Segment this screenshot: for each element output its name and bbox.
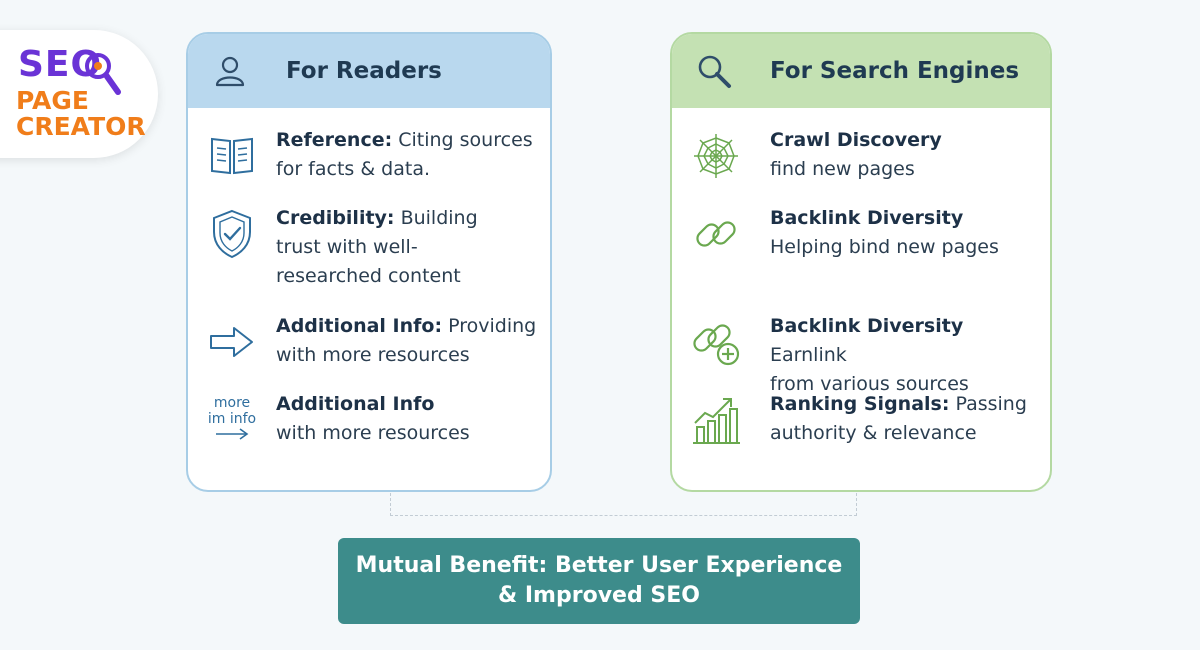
readers-card-header: For Readers <box>188 34 550 108</box>
list-item: Backlink Diversity Earnlink from various … <box>672 312 1050 395</box>
logo-magnifier-icon <box>85 53 121 95</box>
icon-caption: more <box>213 395 251 411</box>
list-item: Crawl Discovery find new pages <box>672 126 1050 206</box>
item-heading: Additional Info: <box>276 315 443 337</box>
chain-link-plus-icon <box>686 312 746 372</box>
item-text: Additional Info: Providing with more reso… <box>276 312 542 370</box>
item-text: Additional Info with more resources <box>276 390 542 448</box>
engines-card-header: For Search Engines <box>672 34 1050 108</box>
icon-caption: im info <box>207 411 257 427</box>
benefit-line1: Mutual Benefit: Better User Experience <box>355 553 843 578</box>
item-line2: Helping bind new pages <box>770 236 999 258</box>
more-info-arrow-icon: more im info <box>202 390 262 450</box>
item-heading: Backlink Diversity <box>770 207 964 229</box>
item-line1: Citing sources <box>392 129 533 151</box>
item-heading: Reference: <box>276 129 393 151</box>
item-line2: from various sources <box>770 373 969 395</box>
dashed-connector <box>390 493 857 516</box>
item-heading: Additional Info <box>276 393 435 415</box>
arrow-right-icon <box>202 312 262 372</box>
book-icon <box>202 126 262 186</box>
item-heading: Crawl Discovery <box>770 129 942 151</box>
item-heading: Backlink Diversity <box>770 315 964 337</box>
item-line2: for facts & data. <box>276 158 431 180</box>
list-item: Ranking Signals: Passing authority & rele… <box>672 390 1050 470</box>
item-text: Ranking Signals: Passing authority & rele… <box>770 390 1042 448</box>
item-line1: Passing <box>949 393 1027 415</box>
shield-check-icon <box>202 204 262 264</box>
chain-link-icon <box>686 204 746 264</box>
item-line3: researched content <box>276 265 461 287</box>
list-item: Credibility: Building trust with well-res… <box>188 204 550 287</box>
logo-page-text: PAGE <box>16 86 89 115</box>
logo-page-creator-text: PAGE CREATOR <box>16 88 146 140</box>
item-text: Backlink Diversity Earnlink from various … <box>770 312 1042 399</box>
list-item: more im info Additional Info with more re… <box>188 390 550 470</box>
item-line2: authority & relevance <box>770 422 977 444</box>
item-text: Reference: Citing sources for facts & dat… <box>276 126 542 184</box>
item-line2: with more resources <box>276 422 470 444</box>
magnifier-icon <box>694 51 734 91</box>
item-heading: Ranking Signals: <box>770 393 950 415</box>
item-line1: Earnlink <box>770 344 847 366</box>
search-engines-card: For Search Engines Crawl Discovery find n… <box>670 32 1052 492</box>
item-text: Credibility: Building trust with well-res… <box>276 204 542 291</box>
mutual-benefit-banner: Mutual Benefit: Better User Experience &… <box>338 538 860 624</box>
list-item: Additional Info: Providing with more reso… <box>188 312 550 392</box>
engines-title: For Search Engines <box>770 58 1020 84</box>
item-line1: Providing <box>442 315 537 337</box>
growth-chart-icon <box>686 390 746 450</box>
readers-title: For Readers <box>286 58 442 84</box>
readers-card: For Readers Reference: Citing sources for… <box>186 32 552 492</box>
list-item: Reference: Citing sources for facts & dat… <box>188 126 550 206</box>
spider-web-icon <box>686 126 746 186</box>
user-icon <box>210 51 250 91</box>
item-line2: find new pages <box>770 158 915 180</box>
item-heading: Credibility: <box>276 207 395 229</box>
item-line2: trust with well- <box>276 236 418 258</box>
item-line1: Building <box>394 207 478 229</box>
item-text: Crawl Discovery find new pages <box>770 126 1042 184</box>
item-line2: with more resources <box>276 344 470 366</box>
logo-creator-text: CREATOR <box>16 112 146 141</box>
seo-page-creator-logo: SEO PAGE CREATOR <box>0 30 158 158</box>
benefit-line2: & Improved SEO <box>498 583 700 608</box>
